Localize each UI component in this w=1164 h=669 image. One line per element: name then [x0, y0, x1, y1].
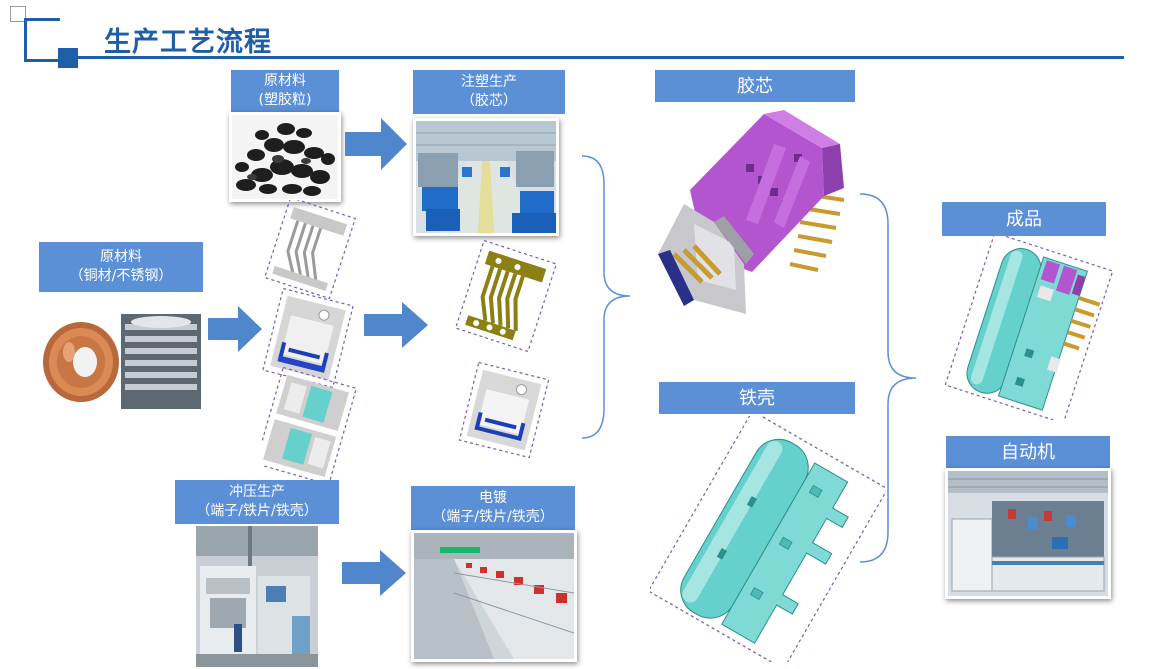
label-plating-line1: 电镀 — [479, 490, 507, 506]
plastic-pellets-image — [232, 115, 338, 199]
label-raw-plastic-line2: (塑胶粒) — [258, 92, 312, 108]
image-metal-shell — [650, 416, 886, 662]
label-raw-plastic-line1: 原材料 — [264, 73, 306, 89]
shell-plate-blue — [262, 287, 354, 389]
label-injection-line1: 注塑生产 — [461, 74, 517, 90]
injection-workshop-image — [416, 121, 556, 233]
header-decor-corner — [24, 18, 70, 62]
label-product: 成品 — [942, 202, 1106, 236]
shell-plate-plated — [458, 361, 550, 459]
photo-stamping-press — [196, 526, 318, 667]
label-injection: 注塑生产 （胶芯） — [413, 70, 565, 114]
plating-line-image — [414, 533, 574, 659]
photo-automatic-machine — [945, 468, 1111, 599]
terminal-strip-grey — [263, 200, 357, 300]
label-core: 胶芯 — [655, 70, 855, 102]
photo-metal-coils — [39, 312, 201, 409]
stamped-parts-group — [262, 200, 358, 480]
metal-coils-image — [39, 312, 201, 409]
label-automation: 自动机 — [946, 436, 1110, 468]
page-title: 生产工艺流程 — [104, 27, 272, 58]
arrow-right-4-icon — [342, 550, 406, 596]
header-underline — [78, 56, 1124, 59]
plastic-core-render — [654, 104, 856, 320]
header-decor-outline-square — [10, 6, 26, 22]
header-decor-gap — [60, 18, 72, 30]
photo-plastic-pellets — [229, 112, 341, 202]
header-decor-filled-square — [58, 48, 78, 68]
label-stamping: 冲压生产 （端子/铁片/铁壳） — [175, 480, 339, 524]
label-plating: 电镀 （端子/铁片/铁壳） — [411, 486, 575, 530]
shell-plate-teal — [262, 366, 358, 480]
label-shell: 铁壳 — [659, 382, 855, 414]
arrow-right-2-icon — [208, 306, 262, 352]
label-raw-metal-line1: 原材料 — [100, 249, 142, 265]
label-stamping-line1: 冲压生产 — [229, 484, 285, 500]
label-injection-line2: （胶芯） — [461, 93, 517, 109]
brace-right-group — [859, 193, 917, 563]
arrow-right-3-icon — [364, 302, 428, 348]
brace-left-group — [581, 155, 631, 439]
image-finished-product — [944, 236, 1114, 420]
plated-parts-group — [454, 240, 558, 459]
photo-plating-line — [411, 530, 577, 662]
label-stamping-line2: （端子/铁片/铁壳） — [196, 503, 318, 519]
stamping-press-image — [196, 526, 318, 667]
terminal-strip-plated — [454, 240, 558, 353]
label-raw-plastic: 原材料 (塑胶粒) — [231, 70, 339, 112]
automatic-machine-image — [948, 471, 1108, 596]
photo-injection-workshop — [413, 118, 559, 236]
label-plating-line2: （端子/铁片/铁壳） — [432, 509, 554, 525]
label-raw-metal-line2: （铜材/不锈钢） — [69, 268, 173, 284]
arrow-right-1-icon — [345, 118, 407, 170]
label-raw-metal: 原材料 （铜材/不锈钢） — [39, 242, 203, 292]
image-plastic-core — [654, 104, 856, 320]
